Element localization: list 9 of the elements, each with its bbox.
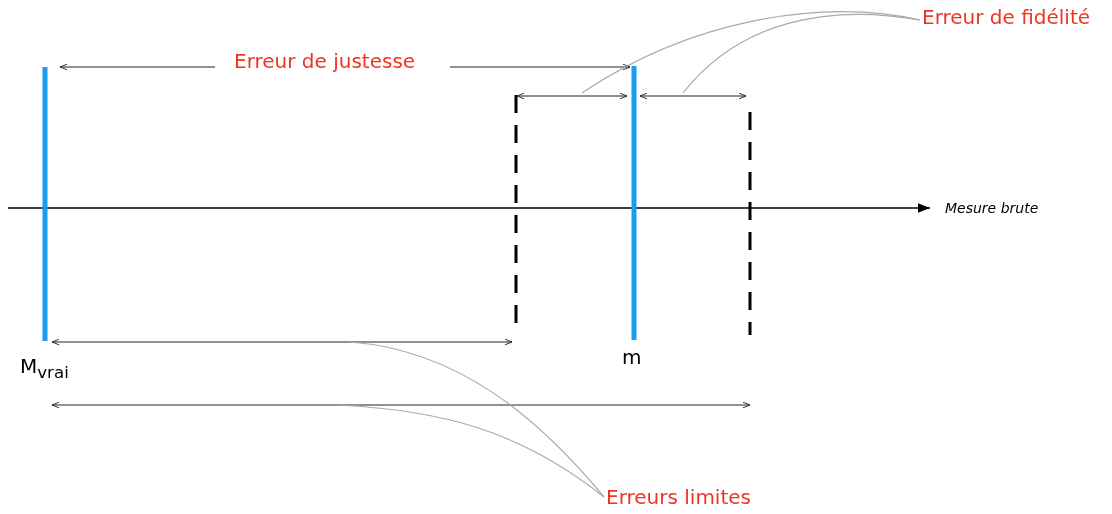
value-label: m xyxy=(622,346,642,368)
callout-text: Erreurs limites xyxy=(606,486,751,508)
leader-line xyxy=(337,404,605,498)
leader-line xyxy=(349,341,605,498)
dimension-label: Erreur de justesse xyxy=(234,50,416,72)
callout-text: Erreur de fidélité xyxy=(922,6,1091,28)
value-label: M$_{vrai}$ xyxy=(20,355,69,383)
leader-line xyxy=(682,13,921,94)
axis-label: Mesure brute xyxy=(945,201,1039,217)
